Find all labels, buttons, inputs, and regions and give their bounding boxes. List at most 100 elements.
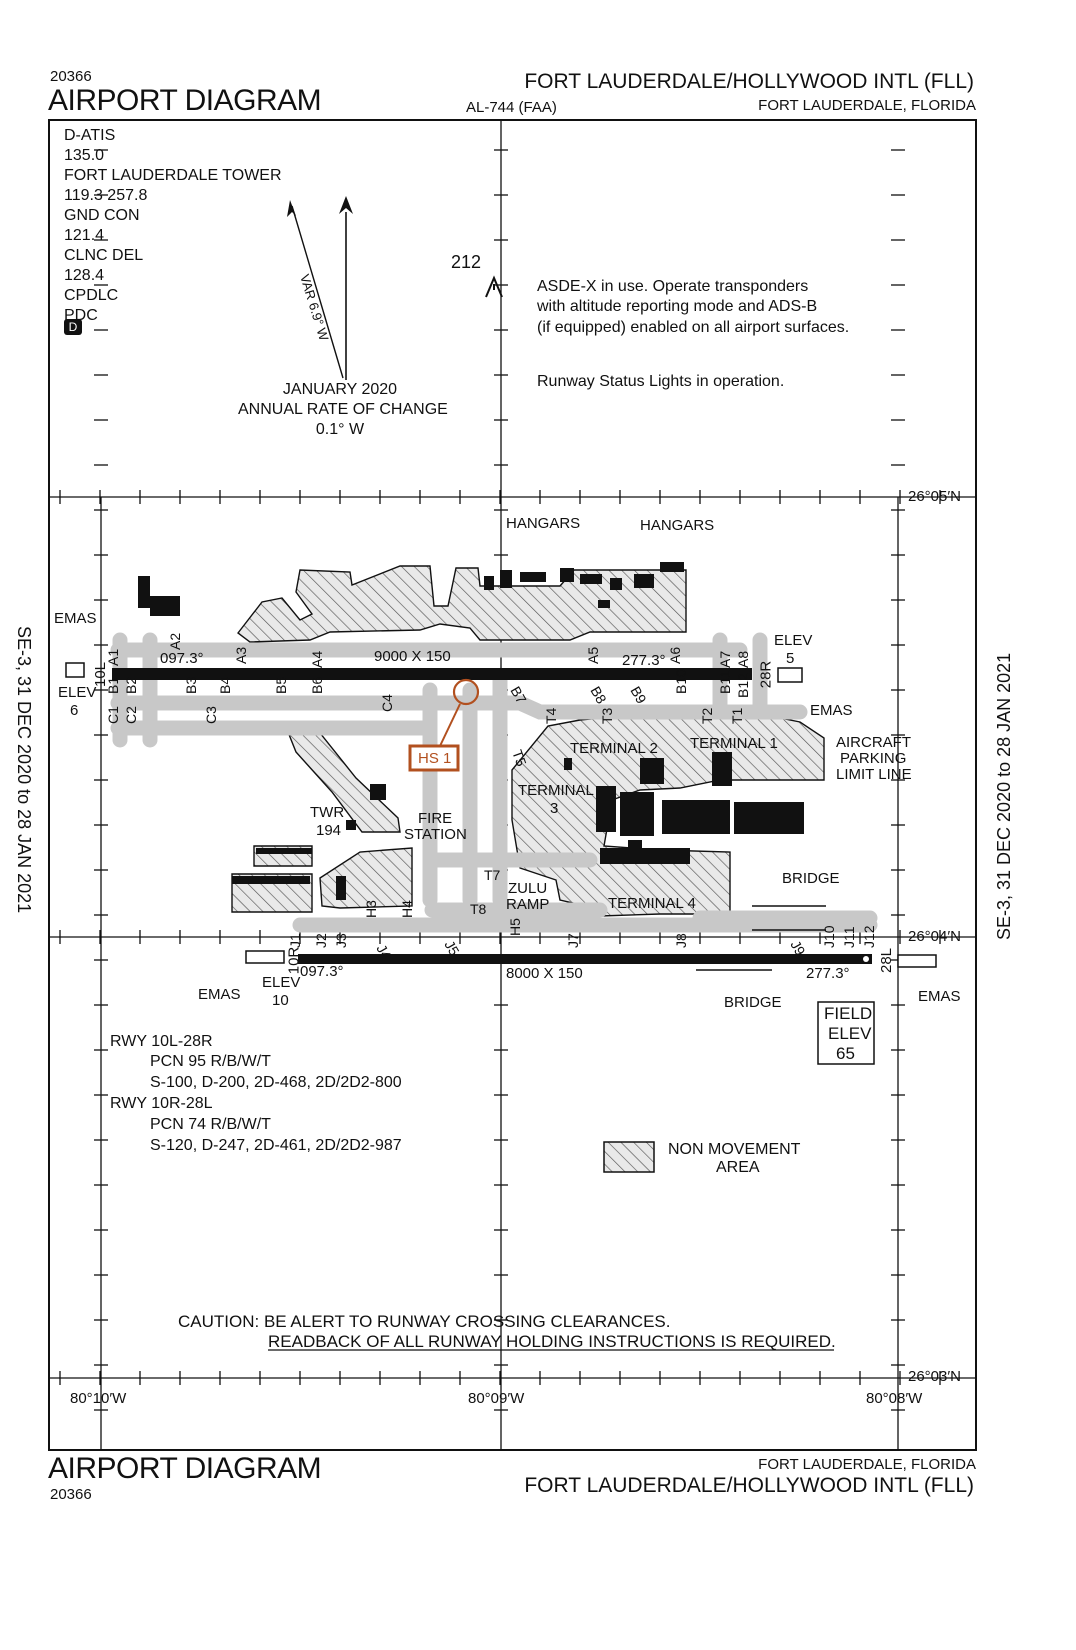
taxiway-label: T2 — [699, 707, 715, 724]
lon-label-1: 80°10′W — [70, 1390, 127, 1407]
terminal-4-label: TERMINAL 4 — [608, 895, 696, 912]
footer-doc-number: 20366 — [50, 1486, 92, 1503]
bridge-label-1: BRIDGE — [782, 870, 840, 887]
var-rate-title: ANNUAL RATE OF CHANGE — [238, 401, 448, 418]
elev-value-sw: 10 — [272, 992, 289, 1009]
obstacle-elev: 212 — [451, 252, 481, 272]
elev-label-sw: ELEV — [262, 974, 301, 991]
caution-line-2: READBACK OF ALL RUNWAY HOLDING INSTRUCTI… — [268, 1332, 836, 1351]
note-rwsl: Runway Status Lights in operation. — [537, 373, 785, 390]
elev-label-nw: ELEV — [58, 684, 97, 701]
emas-label-ne: EMAS — [810, 702, 853, 719]
taxiway-label: A5 — [585, 647, 601, 664]
lon-label-2: 80°09′W — [468, 1390, 525, 1407]
taxiway-label: J4 — [373, 942, 394, 963]
pcn-rwy2-title: RWY 10R-28L — [110, 1095, 213, 1112]
rwy-north-dims: 9000 X 150 — [374, 648, 451, 665]
rwy-south-hdg-east: 277.3° — [806, 965, 850, 982]
hot-spot-circle — [452, 678, 480, 706]
frequency-line: D-ATIS — [64, 127, 116, 144]
taxiway-label: H3 — [363, 900, 379, 918]
map-frame — [48, 119, 977, 1451]
terminal-1-label: TERMINAL 1 — [690, 735, 778, 752]
rwy-south-dims: 8000 X 150 — [506, 965, 583, 982]
city-state-top: FORT LAUDERDALE, FLORIDA — [758, 97, 976, 114]
legend-swatch — [603, 1141, 655, 1173]
rwy-south-end-west: 10R — [285, 946, 303, 975]
chart-id: AL-744 (FAA) — [466, 99, 557, 116]
taxiway-label: T7 — [484, 867, 501, 883]
taxiway-label: H4 — [399, 900, 415, 918]
taxiway-label: B3 — [183, 677, 199, 694]
taxiway-label: C2 — [123, 706, 139, 724]
taxiway-label: J8 — [673, 933, 689, 948]
taxiway-label: A8 — [735, 651, 751, 668]
footer-title: AIRPORT DIAGRAM — [48, 1452, 322, 1485]
taxiway-label: T3 — [599, 707, 615, 724]
taxiway-label: J2 — [313, 933, 329, 948]
taxiway-label: A6 — [667, 647, 683, 664]
lat-label-1: 26°05′N — [908, 488, 962, 505]
doc-number-top: 20366 — [50, 68, 92, 85]
hot-spot-label: HS 1 — [418, 750, 452, 767]
taxiway-label: B7 — [507, 684, 530, 707]
var-rate-value: 0.1° W — [315, 421, 365, 438]
taxiway-label: H5 — [507, 918, 523, 936]
taxiway-label: T4 — [543, 707, 559, 724]
taxiway-label: B8 — [587, 684, 610, 707]
frequency-line: CLNC DEL — [64, 247, 144, 264]
taxiway-label: B9 — [627, 684, 650, 707]
terminal-2-label: TERMINAL 2 — [570, 740, 658, 757]
lat-label-2: 26°04′N — [908, 928, 962, 945]
footer-city-state: FORT LAUDERDALE, FLORIDA — [758, 1456, 976, 1473]
taxiway-label: C3 — [203, 706, 219, 724]
terminal-3-label: TERMINAL — [518, 782, 594, 799]
taxiway-label: B4 — [217, 677, 233, 694]
datis-badge-icon: D — [64, 319, 82, 335]
elev-label-ne: ELEV — [774, 632, 813, 649]
bridges — [696, 905, 826, 971]
frequency-line: 121.4 — [64, 227, 105, 244]
taxiway-label: J7 — [565, 933, 581, 948]
taxiway-label: A2 — [167, 633, 183, 650]
taxiways — [110, 632, 878, 933]
zulu-ramp-label-1: ZULU — [508, 880, 548, 897]
caution-line-1: CAUTION: BE ALERT TO RUNWAY CROSSING CLE… — [178, 1312, 671, 1331]
frequency-line: CPDLC — [64, 287, 119, 304]
taxiway-label: A4 — [309, 651, 325, 668]
taxiway-label: J11 — [841, 926, 857, 948]
tower-elev: 194 — [316, 822, 342, 839]
emas-label-sw: EMAS — [198, 986, 241, 1003]
tower-label: TWR — [310, 804, 345, 821]
taxiway-label: B2 — [123, 677, 139, 694]
note-asdex-1: ASDE-X in use. Operate transponders — [537, 278, 809, 295]
taxiway-label: B1 — [105, 677, 121, 694]
frequency-line: GND CON — [64, 207, 140, 224]
emas-label-nw: EMAS — [54, 610, 97, 627]
obstacle-icon — [485, 275, 503, 298]
taxiway-label: J5 — [441, 938, 462, 959]
elev-value-nw: 6 — [70, 702, 79, 719]
emas-label-se: EMAS — [918, 988, 961, 1005]
runway-10R-28L — [298, 954, 872, 964]
side-note-right: SE-3, 31 DEC 2020 to 28 JAN 2021 — [994, 652, 1014, 940]
rwy-north-hdg-west: 097.3° — [160, 650, 204, 667]
parking-limit-label-2: PARKING — [840, 750, 907, 767]
pcn-rwy1-title: RWY 10L-28R — [110, 1033, 213, 1050]
taxiway-label: A7 — [717, 651, 733, 668]
hangars-label-1: HANGARS — [506, 515, 581, 532]
frequency-line: 119.3 257.8 — [64, 187, 148, 204]
note-asdex-2: with altitude reporting mode and ADS-B — [537, 298, 818, 315]
hot-spot-leader — [439, 703, 461, 747]
taxiway-label: T8 — [470, 901, 487, 917]
runway-end-marker — [863, 956, 869, 962]
frequency-line: FORT LAUDERDALE TOWER — [64, 167, 282, 184]
var-label: VAR 6.9° W — [297, 272, 332, 343]
taxiway-label: J9 — [787, 938, 808, 959]
frequency-line: PDC — [64, 307, 98, 324]
field-elev-label-2: ELEV — [828, 1024, 872, 1043]
taxiway-label: B11 — [717, 670, 733, 694]
zulu-ramp-label-2: RAMP — [506, 896, 550, 913]
rwy-north-end-east: 28R — [757, 660, 775, 689]
